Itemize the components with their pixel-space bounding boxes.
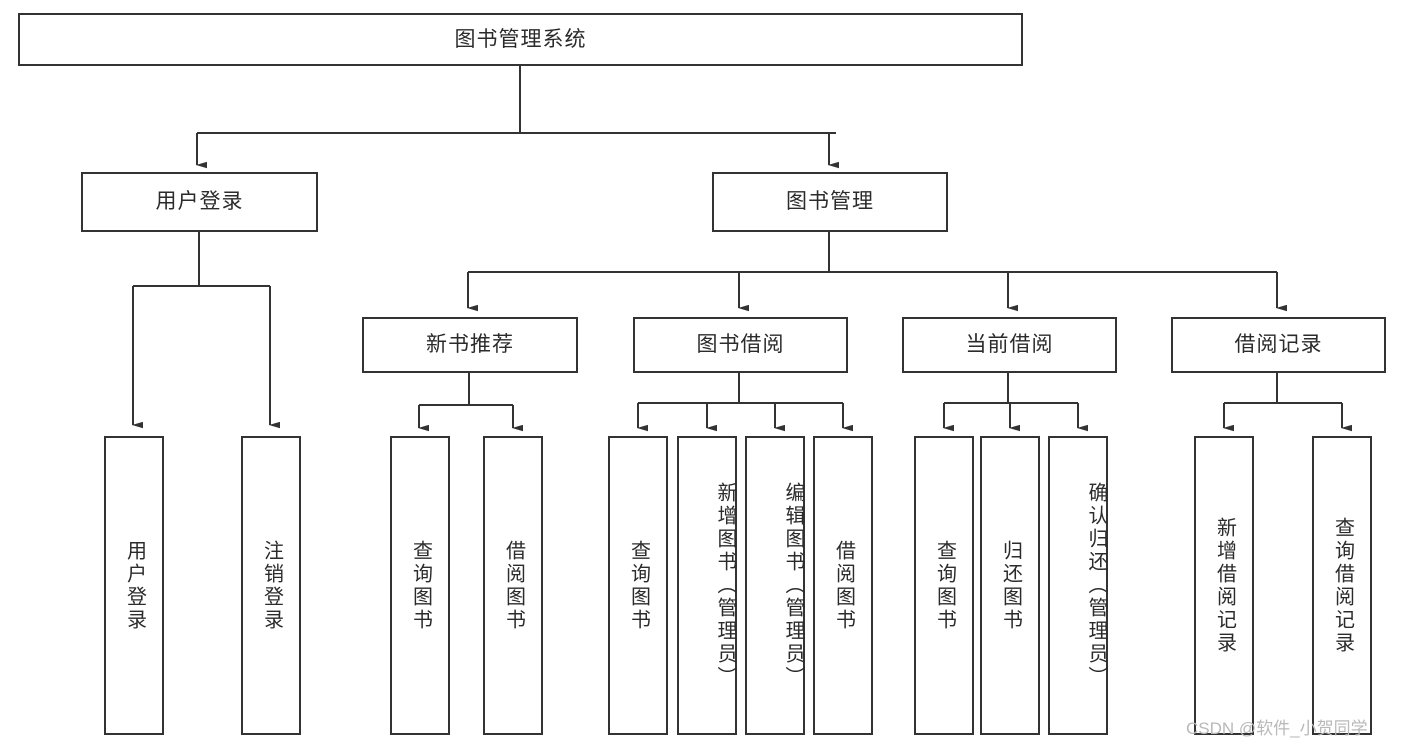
node-label: 注销登录 [260,539,283,632]
csdn-watermark: CSDN @软件_小贺同学 [1186,719,1368,738]
node-label: 图书管理 [786,190,874,214]
node-label: 用户登录 [155,190,244,214]
node-user-login[interactable]: 用户登录 [81,172,318,232]
node-label: 图书借阅 [696,333,785,357]
leaf-add-book-admin[interactable]: 新增图书（管理员） [677,436,737,735]
node-label: 借阅图书 [502,539,525,632]
node-label: 借阅记录 [1234,333,1323,357]
node-current-borrow[interactable]: 当前借阅 [902,317,1117,373]
node-borrow-record[interactable]: 借阅记录 [1171,317,1386,373]
leaf-add-borrow-record[interactable]: 新增借阅记录 [1194,436,1254,735]
node-label: 用户登录 [123,539,146,632]
leaf-edit-book-admin[interactable]: 编辑图书（管理员） [745,436,805,735]
node-label: 图书管理系统 [454,27,587,51]
leaf-borrow-book[interactable]: 借阅图书 [813,436,873,735]
leaf-user-login[interactable]: 用户登录 [104,436,164,735]
leaf-borrow-book-recommend[interactable]: 借阅图书 [483,436,543,735]
node-label: 当前借阅 [965,333,1054,357]
node-label: 新增图书（管理员） [714,482,736,689]
node-label: 新书推荐 [426,333,514,357]
leaf-query-book-recommend[interactable]: 查询图书 [390,436,450,735]
node-label: 借阅图书 [832,539,855,632]
node-label: 归还图书 [999,539,1022,632]
node-label: 查询图书 [409,539,432,632]
node-label: 编辑图书（管理员） [782,482,804,689]
leaf-logout[interactable]: 注销登录 [241,436,301,735]
node-root-system[interactable]: 图书管理系统 [18,13,1023,66]
node-label: 确认归还（管理员） [1085,482,1107,689]
leaf-query-borrow-record[interactable]: 查询借阅记录 [1312,436,1372,735]
node-label: 查询图书 [933,539,956,632]
node-book-management[interactable]: 图书管理 [712,172,948,232]
leaf-query-book-borrow[interactable]: 查询图书 [608,436,668,735]
node-label: 查询借阅记录 [1331,516,1354,655]
leaf-confirm-return-admin[interactable]: 确认归还（管理员） [1048,436,1108,735]
leaf-return-book[interactable]: 归还图书 [980,436,1040,735]
node-new-book-recommend[interactable]: 新书推荐 [362,317,578,373]
leaf-query-book-current[interactable]: 查询图书 [914,436,974,735]
node-book-borrow[interactable]: 图书借阅 [633,317,848,373]
node-label: 新增借阅记录 [1213,516,1236,655]
node-label: 查询图书 [627,539,650,632]
